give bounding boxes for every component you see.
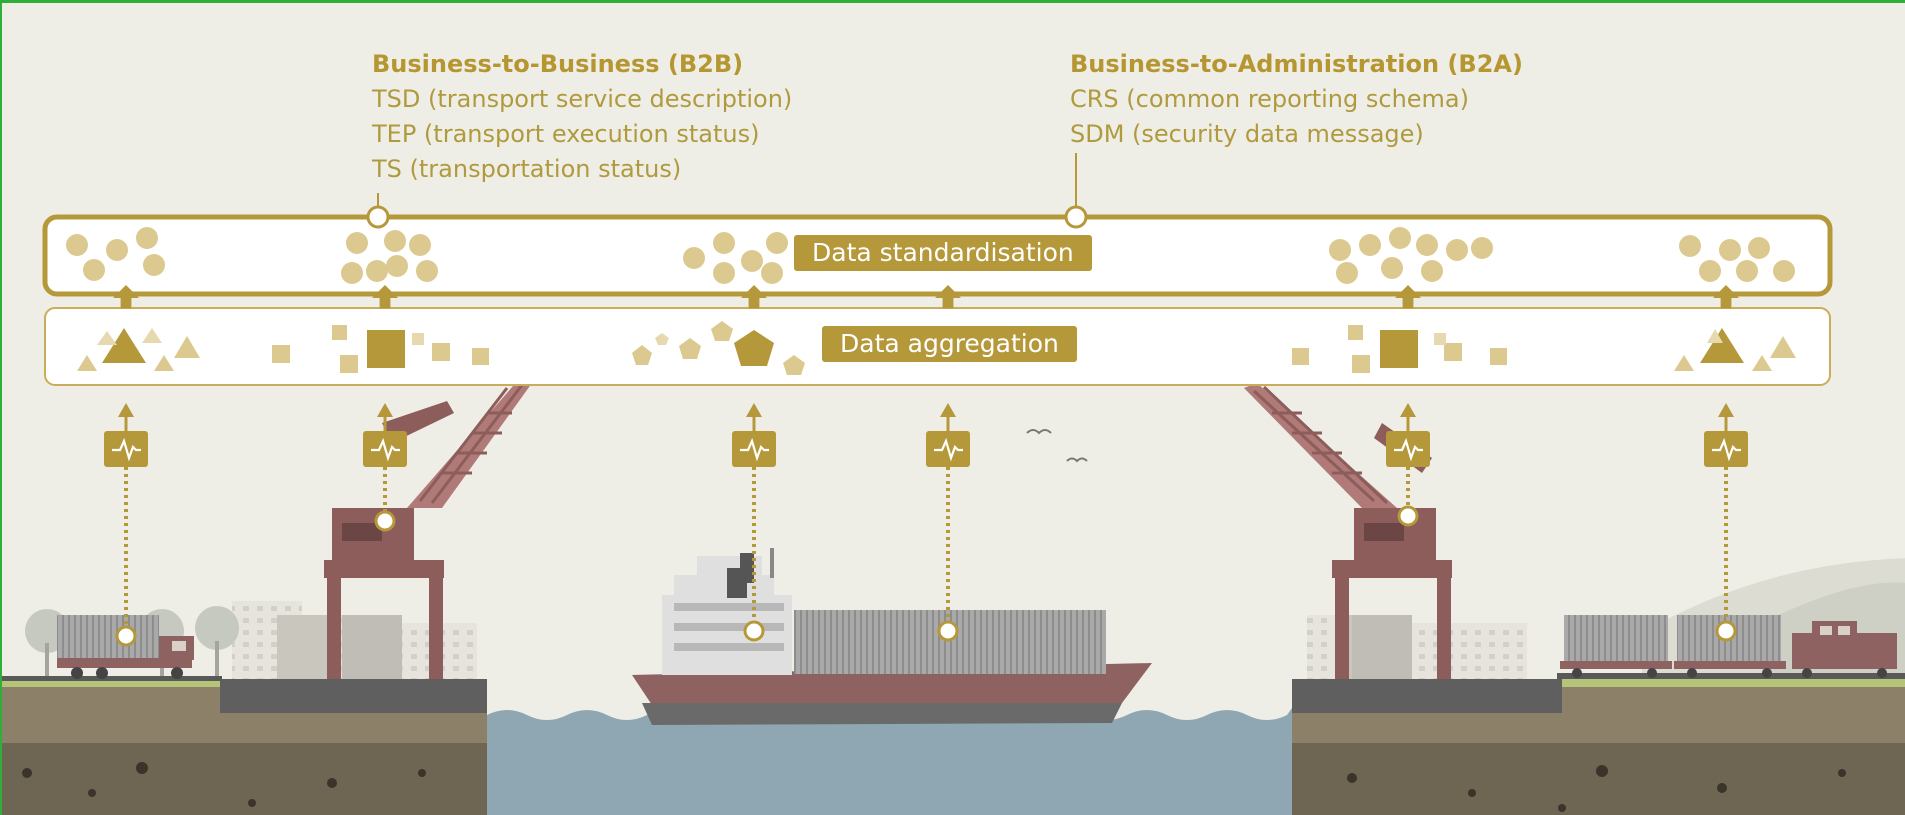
bird <box>1066 457 1088 463</box>
b2a-connector-dot <box>1064 205 1088 229</box>
ground-right <box>1292 673 1905 815</box>
data-standardisation-label: Data standardisation <box>794 235 1092 271</box>
b2b-item: TEP (transport execution status) <box>372 120 760 148</box>
pulse-line <box>1712 437 1741 462</box>
crane-right <box>1244 383 1452 679</box>
data-source-dot <box>115 625 137 647</box>
b2b-item: TSD (transport service description) <box>372 85 793 113</box>
b2b-label-block: Business-to-Business (B2B) TSD (transpor… <box>372 47 792 187</box>
port-data-diagram <box>2 3 1905 815</box>
pulse-line <box>1394 437 1423 462</box>
truck <box>57 615 194 679</box>
data-source-dot <box>374 510 396 532</box>
b2b-connector-dot <box>366 205 390 229</box>
arrow-up-icon <box>1713 285 1739 309</box>
arrow-up-icon <box>935 285 961 309</box>
data-source-dot <box>1715 620 1737 642</box>
ship <box>632 548 1152 725</box>
arrow-up-icon <box>372 285 398 309</box>
data-source-dot <box>1397 505 1419 527</box>
ground-left <box>2 676 487 815</box>
b2b-heading: Business-to-Business (B2B) <box>372 50 744 78</box>
pulse-line <box>934 437 963 462</box>
arrow-up-icon <box>746 403 762 417</box>
arrow-up-icon <box>741 285 767 309</box>
arrow-up-icon <box>377 403 393 417</box>
arrow-up-icon <box>1718 403 1734 417</box>
b2a-label-block: Business-to-Administration (B2A) CRS (co… <box>1070 47 1523 152</box>
arrow-up-icon <box>113 285 139 309</box>
data-source-dot <box>743 620 765 642</box>
data-source-dot <box>937 620 959 642</box>
b2a-item: SDM (security data message) <box>1070 120 1424 148</box>
b2a-item: CRS (common reporting schema) <box>1070 85 1469 113</box>
b2b-item: TS (transportation status) <box>372 155 682 183</box>
pulse-line <box>740 437 769 462</box>
pulse-line <box>371 437 400 462</box>
train <box>1560 615 1897 678</box>
arrow-up-icon <box>118 403 134 417</box>
bird <box>1026 429 1052 435</box>
standardised-data-dots <box>66 227 1795 284</box>
arrow-up-icon <box>1400 403 1416 417</box>
aggregated-data-shapes <box>77 321 1796 375</box>
b2a-heading: Business-to-Administration (B2A) <box>1070 50 1523 78</box>
data-aggregation-label: Data aggregation <box>822 326 1077 362</box>
pulse-line <box>112 437 141 462</box>
arrow-up-icon <box>940 403 956 417</box>
sensor-columns <box>104 285 1748 647</box>
arrow-up-icon <box>1395 285 1421 309</box>
water <box>487 708 1292 815</box>
